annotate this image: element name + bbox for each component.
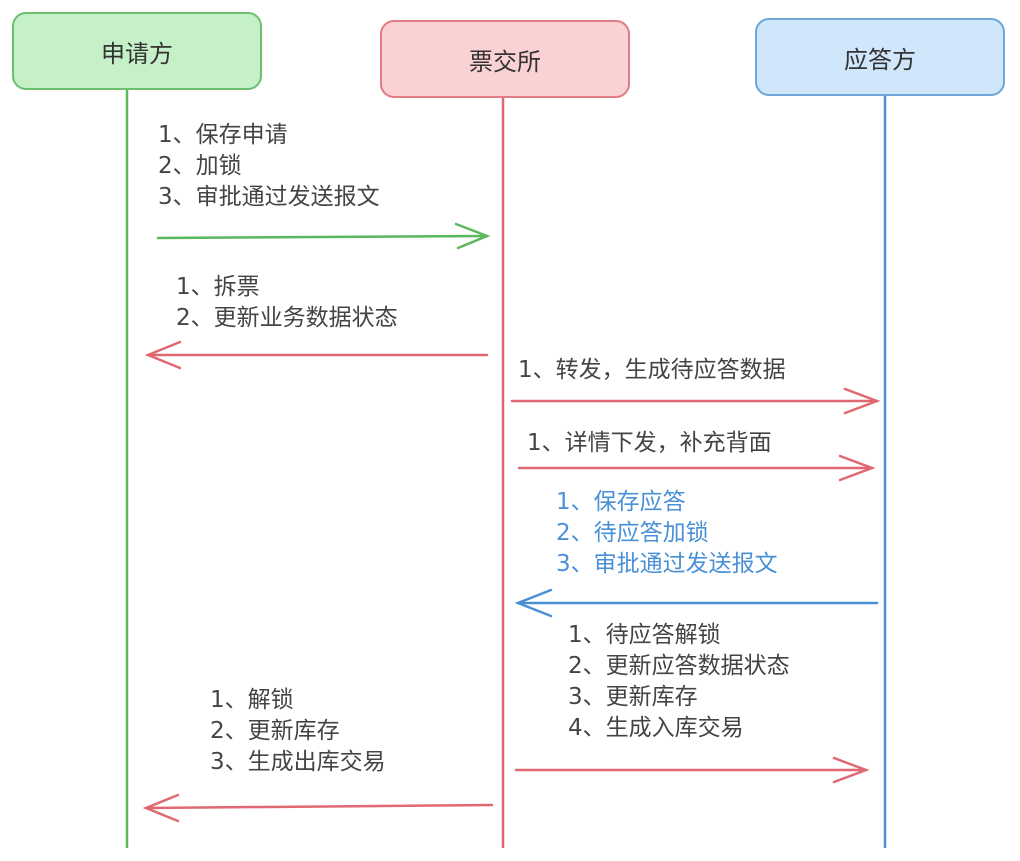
arrow-exchange-to-responder-3 [514, 756, 870, 784]
message-line: 1、拆票 [176, 274, 260, 300]
arrow-exchange-to-responder-2 [517, 454, 876, 482]
message-save-response: 1、保存应答 2、待应答加锁 3、审批通过发送报文 [556, 487, 778, 580]
actor-applicant-label: 申请方 [101, 39, 173, 68]
message-line: 1、解锁 [210, 687, 294, 713]
message-line: 1、保存申请 [158, 122, 288, 148]
actor-responder-label: 应答方 [844, 45, 916, 74]
message-line: 2、更新应答数据状态 [568, 653, 790, 679]
actor-applicant: 申请方 [12, 12, 262, 90]
message-line: 1、转发，生成待应答数据 [518, 357, 786, 383]
message-line: 3、生成出库交易 [210, 749, 386, 775]
message-line: 2、加锁 [158, 153, 242, 179]
message-split-ticket: 1、拆票 2、更新业务数据状态 [176, 272, 398, 334]
message-save-request: 1、保存申请 2、加锁 3、审批通过发送报文 [158, 120, 380, 213]
message-line: 2、更新库存 [210, 718, 340, 744]
message-unlock: 1、解锁 2、更新库存 3、生成出库交易 [210, 685, 386, 778]
message-line: 1、详情下发，补充背面 [527, 430, 772, 456]
actor-exchange: 票交所 [380, 20, 630, 98]
message-line: 1、待应答解锁 [568, 622, 721, 648]
actor-exchange-label: 票交所 [469, 47, 541, 76]
message-line: 4、生成入库交易 [568, 715, 744, 741]
message-line: 3、审批通过发送报文 [158, 184, 380, 210]
message-line: 1、保存应答 [556, 489, 686, 515]
message-detail-issue: 1、详情下发，补充背面 [527, 428, 772, 459]
message-line: 2、更新业务数据状态 [176, 305, 398, 331]
message-line: 3、更新库存 [568, 684, 698, 710]
message-line: 3、审批通过发送报文 [556, 551, 778, 577]
arrow-exchange-to-responder-1 [510, 387, 881, 415]
actor-responder: 应答方 [755, 18, 1005, 96]
message-forward: 1、转发，生成待应答数据 [518, 355, 786, 386]
arrow-exchange-to-applicant-1 [144, 340, 489, 370]
arrow-exchange-to-applicant-2 [142, 793, 494, 823]
arrow-responder-to-exchange [514, 588, 879, 618]
message-unlock-pending: 1、待应答解锁 2、更新应答数据状态 3、更新库存 4、生成入库交易 [568, 620, 790, 744]
message-line: 2、待应答加锁 [556, 520, 709, 546]
arrow-applicant-to-exchange [156, 222, 491, 250]
